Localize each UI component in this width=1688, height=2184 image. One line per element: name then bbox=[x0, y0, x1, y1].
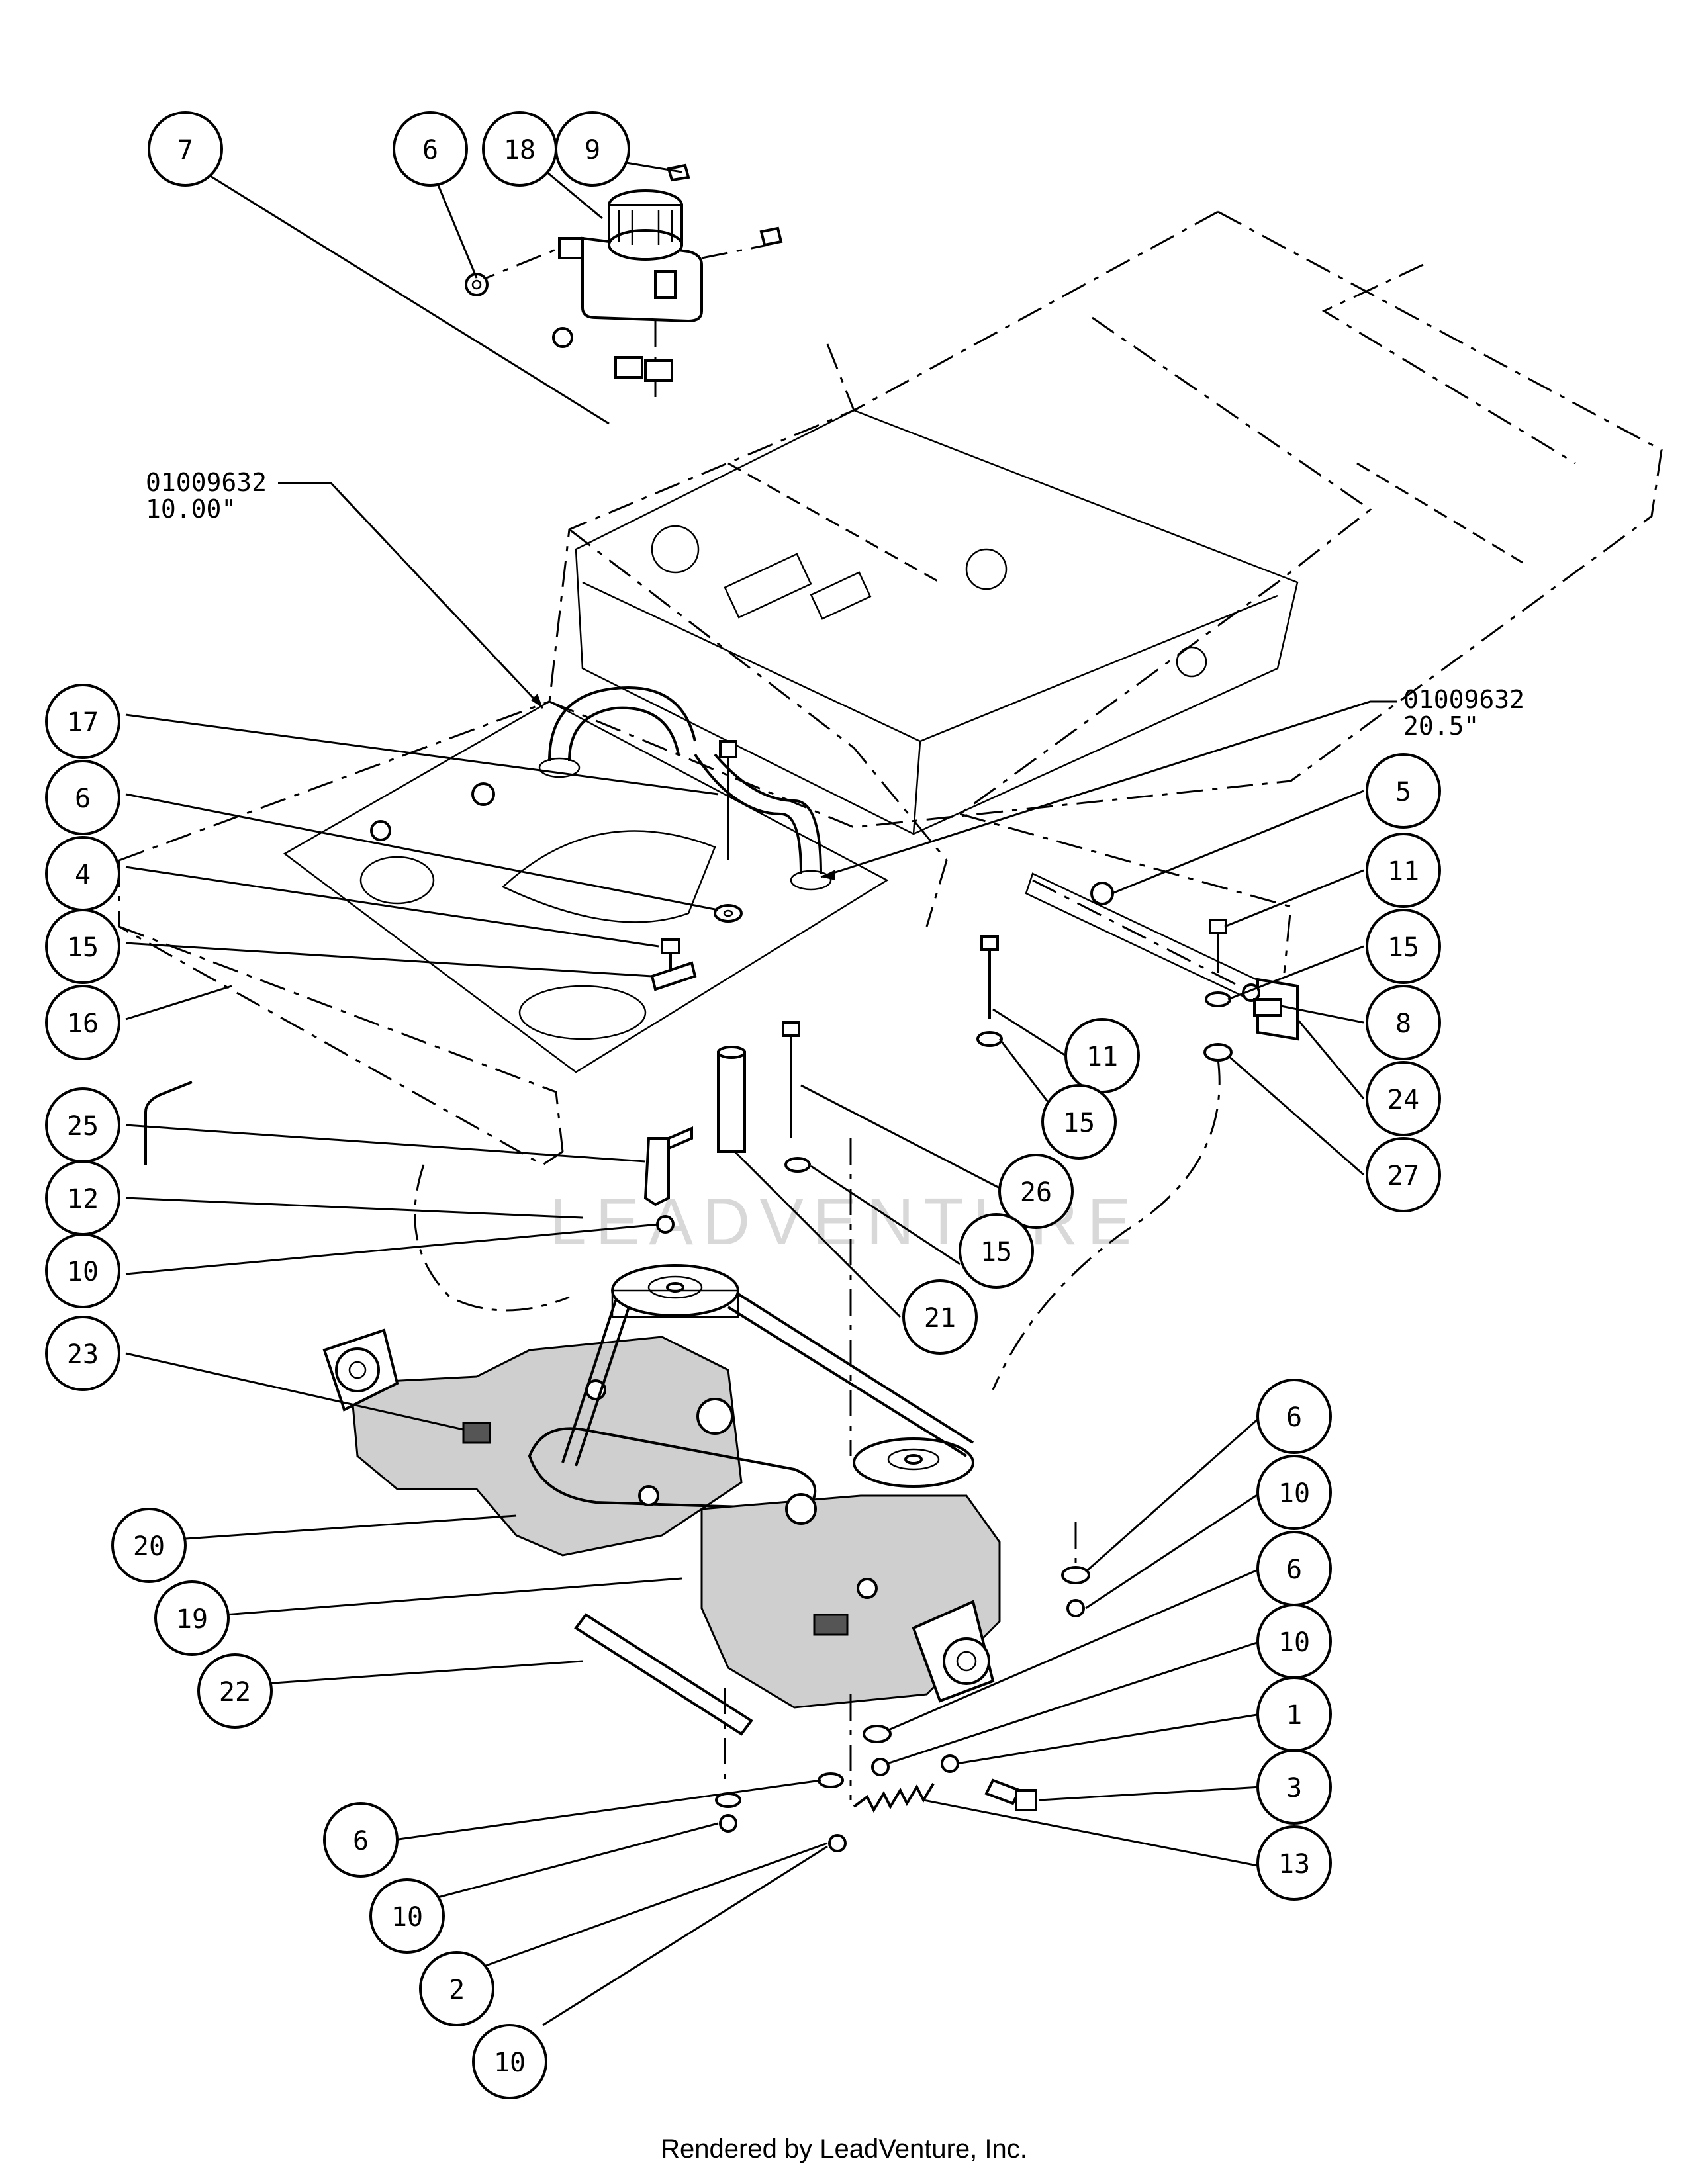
svg-text:10: 10 bbox=[67, 1257, 99, 1287]
callout-25: 25 bbox=[45, 1087, 120, 1163]
svg-text:6: 6 bbox=[1286, 1402, 1302, 1433]
callout-6: 6 bbox=[1256, 1531, 1332, 1606]
callout-17: 17 bbox=[45, 684, 120, 759]
svg-text:1: 1 bbox=[1286, 1700, 1302, 1731]
callout-7: 7 bbox=[148, 111, 223, 187]
callout-16: 16 bbox=[45, 985, 120, 1060]
callout-19: 19 bbox=[154, 1580, 230, 1656]
svg-text:11: 11 bbox=[1387, 856, 1419, 887]
svg-text:13: 13 bbox=[1278, 1849, 1310, 1880]
svg-text:6: 6 bbox=[422, 135, 438, 165]
svg-text:26: 26 bbox=[1020, 1177, 1052, 1208]
callout-15: 15 bbox=[1366, 909, 1441, 984]
frame-chassis bbox=[118, 210, 1663, 1166]
callout-26: 26 bbox=[998, 1154, 1074, 1229]
callout-5: 5 bbox=[1366, 753, 1441, 829]
hose-reference-left: 01009632 10.00" bbox=[146, 468, 544, 709]
callout-12: 12 bbox=[45, 1160, 120, 1236]
callout-bubbles: 7 6 18 9 17 6 4 15 16 5 11 15 11 8 15 24… bbox=[45, 111, 1441, 2099]
callout-3: 3 bbox=[1256, 1749, 1332, 1825]
svg-text:6: 6 bbox=[75, 784, 91, 814]
hose-length-right: 20.5" bbox=[1403, 711, 1479, 741]
callout-11: 11 bbox=[1064, 1018, 1140, 1093]
callout-18: 18 bbox=[482, 111, 557, 187]
svg-text:23: 23 bbox=[67, 1340, 99, 1370]
hose-part-number-right: 01009632 bbox=[1403, 685, 1524, 714]
svg-text:6: 6 bbox=[353, 1826, 369, 1856]
svg-text:11: 11 bbox=[1086, 1042, 1118, 1072]
deck-housing bbox=[575, 409, 1299, 835]
callout-10: 10 bbox=[472, 2024, 547, 2099]
svg-text:24: 24 bbox=[1387, 1085, 1419, 1115]
callout-4: 4 bbox=[45, 836, 120, 911]
callout-10: 10 bbox=[1256, 1604, 1332, 1679]
callout-6: 6 bbox=[1256, 1379, 1332, 1454]
svg-text:18: 18 bbox=[504, 135, 536, 165]
svg-text:10: 10 bbox=[391, 1902, 423, 1933]
svg-text:20: 20 bbox=[133, 1531, 165, 1562]
svg-text:25: 25 bbox=[67, 1111, 99, 1142]
callout-2: 2 bbox=[419, 1951, 494, 2026]
callout-11: 11 bbox=[1366, 833, 1441, 908]
svg-text:10: 10 bbox=[494, 2048, 526, 2078]
hydraulic-hoses bbox=[538, 686, 832, 891]
svg-text:12: 12 bbox=[67, 1184, 99, 1214]
callout-10: 10 bbox=[1256, 1455, 1332, 1530]
floor-plate bbox=[283, 700, 889, 1073]
callout-9: 9 bbox=[555, 111, 630, 187]
footer-credit: Rendered by LeadVenture, Inc. bbox=[661, 2134, 1027, 2163]
callout-8: 8 bbox=[1366, 985, 1441, 1060]
callout-20: 20 bbox=[111, 1508, 187, 1583]
svg-text:9: 9 bbox=[585, 135, 600, 165]
callout-15: 15 bbox=[1041, 1084, 1117, 1160]
callout-15: 15 bbox=[959, 1213, 1034, 1289]
callout-21: 21 bbox=[902, 1279, 978, 1355]
callout-15: 15 bbox=[45, 909, 120, 984]
pulley-belt bbox=[561, 1264, 974, 1488]
svg-text:15: 15 bbox=[1063, 1108, 1095, 1138]
svg-text:22: 22 bbox=[219, 1677, 251, 1707]
callout-leaders bbox=[125, 161, 1365, 2026]
callout-24: 24 bbox=[1366, 1061, 1441, 1136]
svg-text:10: 10 bbox=[1278, 1627, 1310, 1658]
callout-10: 10 bbox=[369, 1878, 445, 1954]
svg-text:2: 2 bbox=[449, 1975, 465, 2005]
callout-27: 27 bbox=[1366, 1137, 1441, 1212]
callout-23: 23 bbox=[45, 1316, 120, 1391]
transmission-right bbox=[700, 1493, 1001, 1709]
svg-text:8: 8 bbox=[1395, 1009, 1411, 1039]
callout-22: 22 bbox=[197, 1653, 273, 1729]
svg-text:17: 17 bbox=[67, 707, 99, 738]
svg-text:27: 27 bbox=[1387, 1161, 1419, 1191]
svg-text:15: 15 bbox=[980, 1237, 1012, 1267]
hose-reference-right: 01009632 20.5" bbox=[820, 685, 1524, 880]
svg-text:4: 4 bbox=[75, 860, 91, 890]
callout-6: 6 bbox=[323, 1802, 399, 1878]
hose-part-number-left: 01009632 bbox=[146, 468, 267, 497]
svg-text:3: 3 bbox=[1286, 1773, 1302, 1803]
callout-6: 6 bbox=[45, 760, 120, 835]
svg-text:15: 15 bbox=[1387, 933, 1419, 963]
svg-text:10: 10 bbox=[1278, 1479, 1310, 1509]
hydraulic-reservoir bbox=[465, 163, 783, 397]
callout-1: 1 bbox=[1256, 1676, 1332, 1752]
svg-text:19: 19 bbox=[176, 1604, 208, 1635]
hose-length-left: 10.00" bbox=[146, 494, 236, 523]
svg-text:5: 5 bbox=[1395, 777, 1411, 807]
callout-10: 10 bbox=[45, 1233, 120, 1308]
svg-text:21: 21 bbox=[924, 1303, 956, 1334]
svg-text:16: 16 bbox=[67, 1009, 99, 1039]
svg-text:7: 7 bbox=[177, 135, 193, 165]
svg-text:15: 15 bbox=[67, 933, 99, 963]
svg-text:6: 6 bbox=[1286, 1555, 1302, 1585]
callout-13: 13 bbox=[1256, 1825, 1332, 1901]
callout-6: 6 bbox=[393, 111, 468, 187]
transmission-left bbox=[322, 1328, 817, 1557]
